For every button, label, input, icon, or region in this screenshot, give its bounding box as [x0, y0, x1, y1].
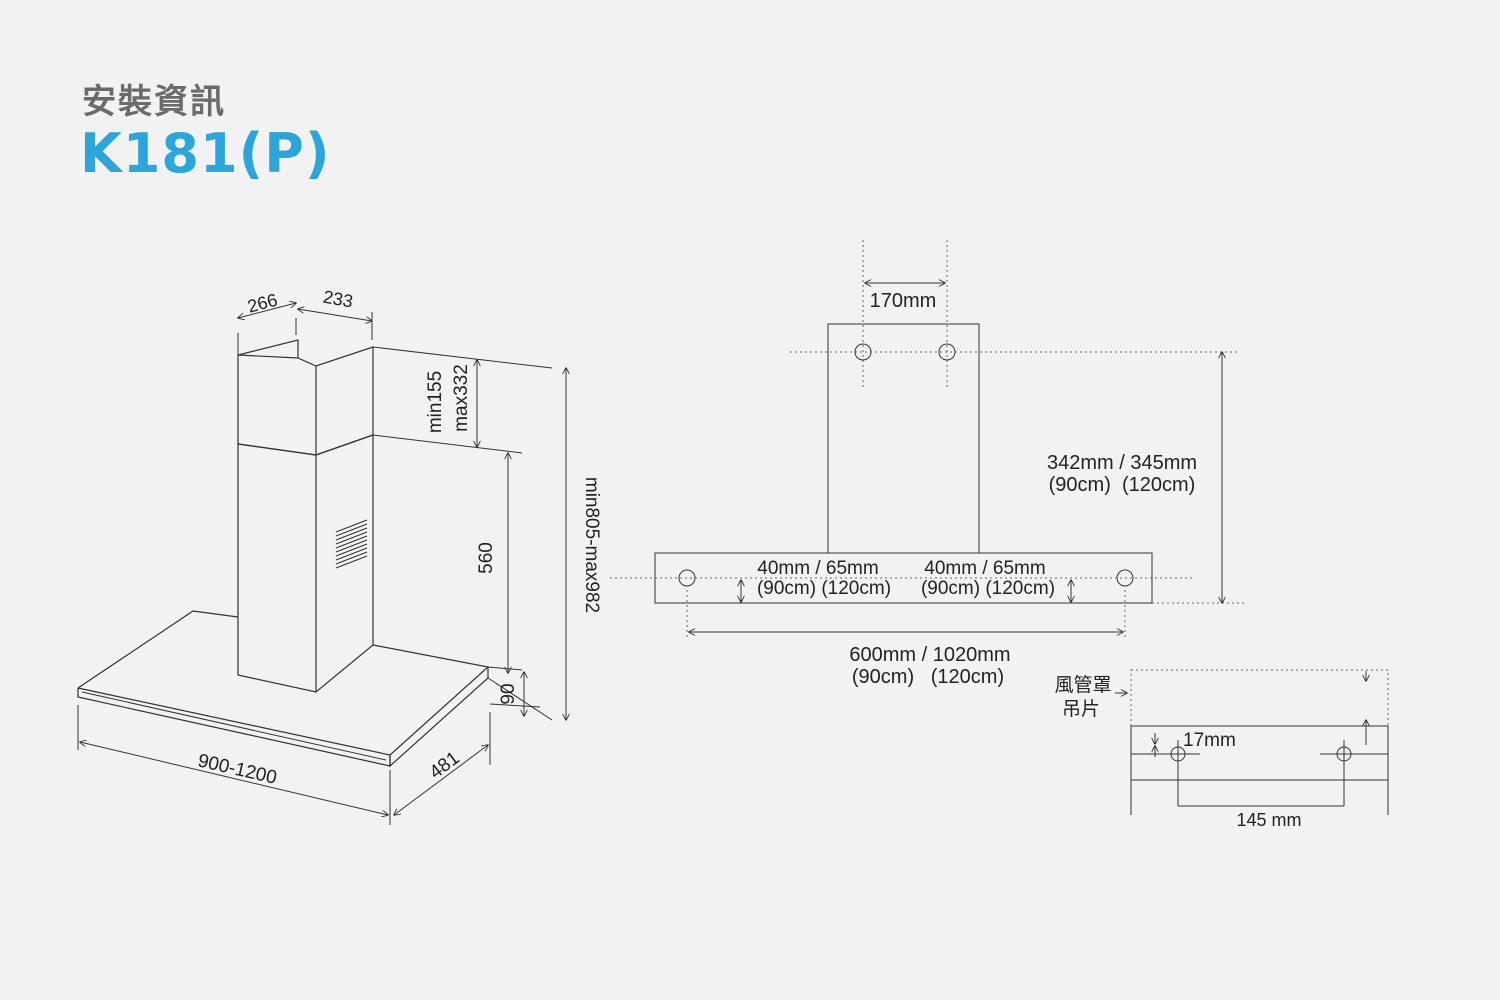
dim-right-offset-units: (90cm) (120cm) — [921, 578, 1055, 599]
duct-bracket-plate — [1130, 725, 1389, 781]
dim-233: 233 — [322, 287, 355, 312]
dim-600-1020-units: (90cm) (120cm) — [852, 666, 1004, 688]
dim-560: 560 — [476, 542, 497, 574]
dim-left-offset: 40mm / 65mm — [757, 558, 878, 579]
dim-170mm: 170mm — [870, 290, 937, 312]
lower-bar — [654, 552, 1153, 604]
dim-342-345: 342mm / 345mm — [1047, 452, 1197, 474]
range-hood-drawing: 266 233 min155 max332 560 90 min805-max9… — [77, 287, 602, 825]
vent-grille — [335, 519, 368, 569]
dim-145mm: 145 mm — [1236, 810, 1301, 830]
dim-17mm: 17mm — [1183, 730, 1236, 751]
section-title: 安裝資訊 — [82, 82, 226, 122]
dim-width: 900-1200 — [196, 750, 279, 789]
dim-right-offset: 40mm / 65mm — [924, 558, 1045, 579]
wall-bracket-drawing: 170mm 342mm / 345mm (90cm) (120cm) 40mm … — [610, 240, 1245, 688]
model-title: K181(P) — [80, 122, 331, 185]
dim-266: 266 — [245, 290, 279, 317]
chimney-upper — [237, 339, 374, 456]
dim-left-offset-units: (90cm) (120cm) — [757, 578, 891, 599]
duct-cover-outline — [1130, 669, 1389, 727]
dim-600-1020: 600mm / 1020mm — [849, 644, 1010, 666]
mount-hole — [938, 343, 956, 361]
dim-total-height: min805-max982 — [581, 477, 602, 613]
chimney-lower — [237, 434, 374, 693]
dim-depth: 481 — [426, 748, 464, 784]
dim-max332: max332 — [451, 364, 472, 432]
mount-hole — [854, 343, 872, 361]
dim-90: 90 — [498, 683, 519, 704]
duct-bracket-label-2: 吊片 — [1062, 698, 1100, 720]
mount-hole — [1116, 569, 1134, 587]
canopy — [77, 610, 490, 768]
dim-342-345-units: (90cm) (120cm) — [1049, 474, 1196, 496]
upper-plate — [827, 323, 980, 554]
duct-bracket-label: 風管罩 — [1054, 674, 1111, 696]
duct-bracket-drawing: 風管罩 吊片 17mm 145 mm — [1054, 669, 1389, 830]
dim-min155: min155 — [425, 371, 446, 433]
mount-hole — [678, 569, 696, 587]
